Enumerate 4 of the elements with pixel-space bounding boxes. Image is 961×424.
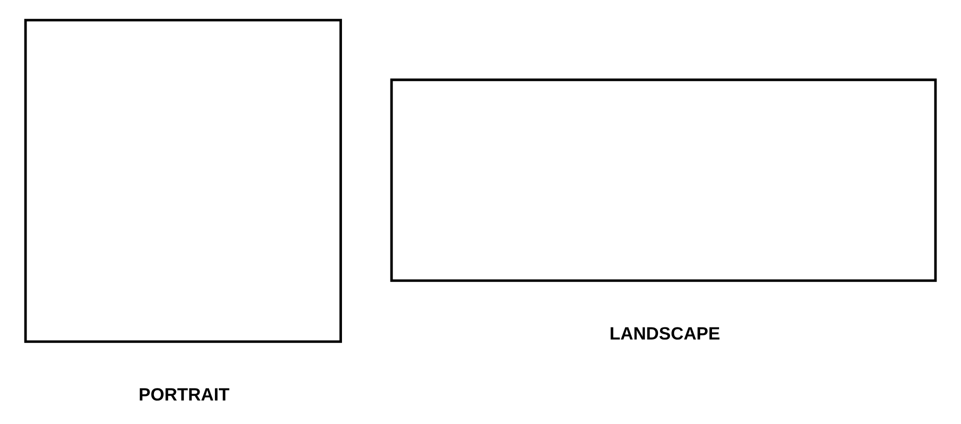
node-label: PORTRAIT [138,384,230,404]
node-box [24,18,342,343]
node-box [390,78,937,282]
node-label: LANDSCAPE [609,323,720,344]
